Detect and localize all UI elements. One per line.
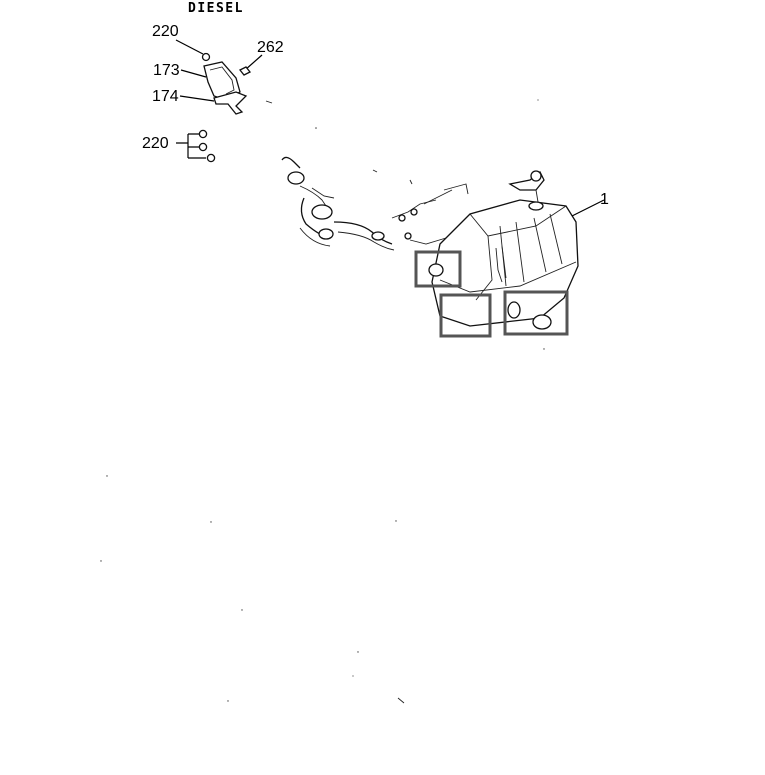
nut-part [206,153,216,163]
hotspot-frame-right[interactable] [503,290,569,336]
hotspot-frame-left[interactable] [414,250,462,288]
fuel-tank: 1 [428,170,609,330]
nut-part [198,142,208,152]
callout-1: 1 [600,191,609,208]
nut-part [198,129,208,139]
hotspot-frame-center[interactable] [439,293,492,338]
bolt-part [238,66,252,76]
callout-220-group: 220 [142,135,169,152]
nut-part [201,52,211,62]
strap-part [213,91,248,115]
filler-neck-assembly [281,156,469,251]
callout-220-top: 220 [152,23,179,40]
callout-262: 262 [257,39,284,56]
diagram-heading: DIESEL [188,1,244,16]
bracket-assembly: 220 262 173 174 220 [142,23,284,163]
callout-173: 173 [153,62,180,79]
scan-specks [100,99,545,704]
callout-174: 174 [152,88,179,105]
